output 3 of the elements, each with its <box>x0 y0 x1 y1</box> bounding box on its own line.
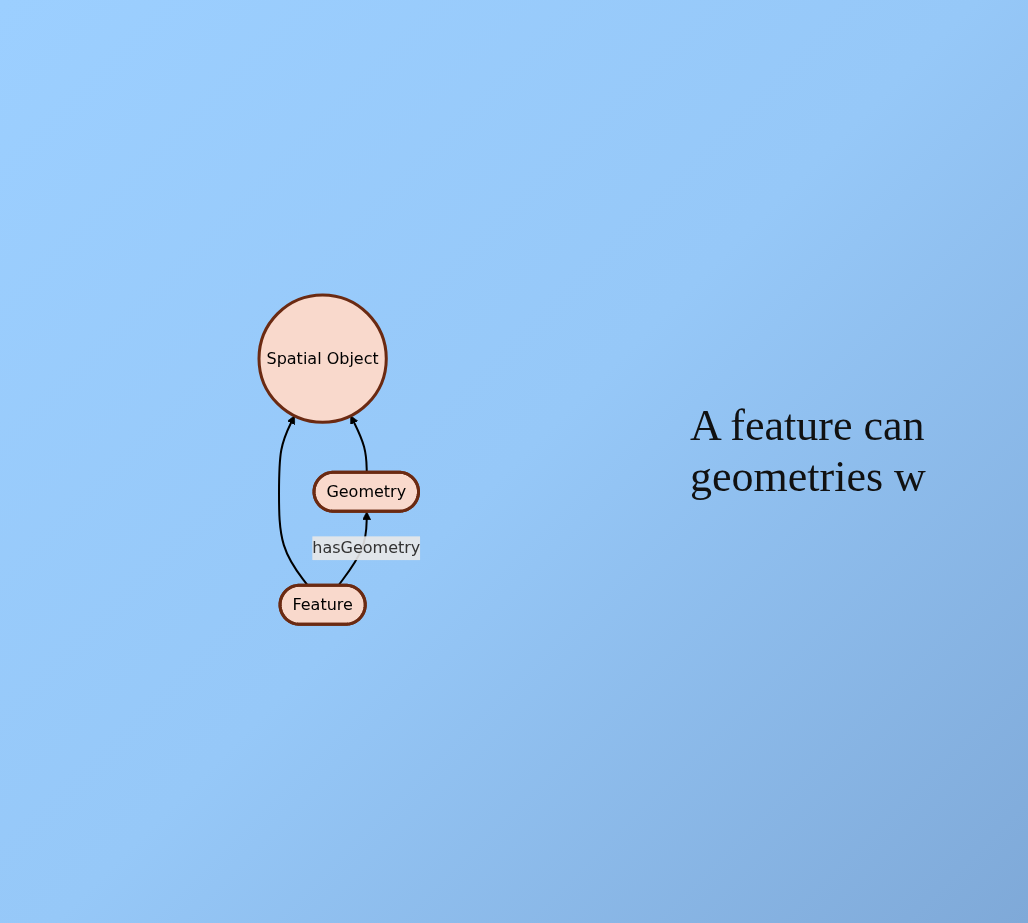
edge-label: hasGeometry <box>312 538 421 558</box>
note-text: A feature can geometries w <box>690 400 927 502</box>
node-circle: Spatial Object <box>257 293 389 425</box>
